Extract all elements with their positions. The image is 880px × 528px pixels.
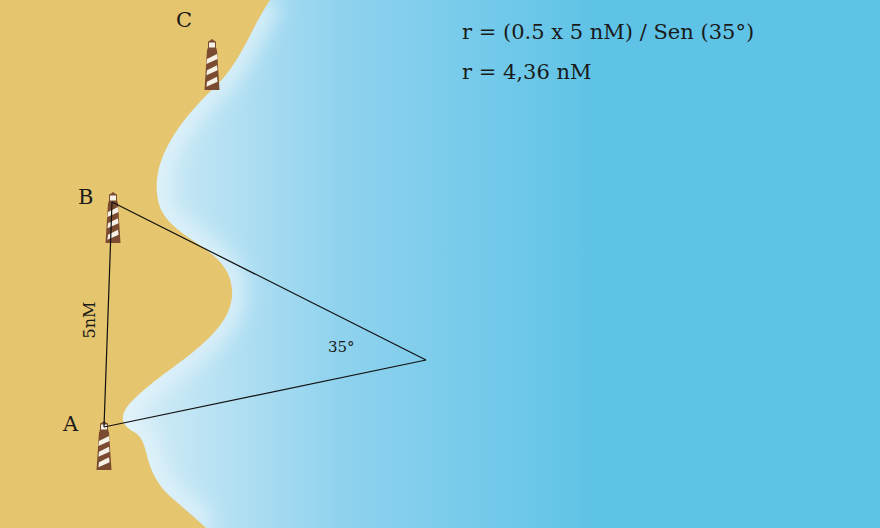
lighthouse	[205, 39, 220, 90]
bearing-b	[112, 202, 426, 360]
triangle	[104, 202, 426, 427]
formula: r = (0.5 x 5 nM) / Sen (35°)	[462, 22, 754, 43]
lighthouse	[97, 421, 112, 470]
angle-label: 35°	[328, 340, 355, 355]
result: r = 4,36 nM	[462, 62, 591, 83]
baseline-ab	[104, 202, 112, 427]
point-label: B	[78, 187, 93, 208]
distance-label: 5nM	[82, 302, 98, 339]
point-label: C	[176, 10, 192, 31]
point-label: A	[63, 414, 78, 435]
lighthouse	[106, 192, 121, 243]
bearing-a	[104, 360, 426, 427]
land	[0, 0, 270, 528]
